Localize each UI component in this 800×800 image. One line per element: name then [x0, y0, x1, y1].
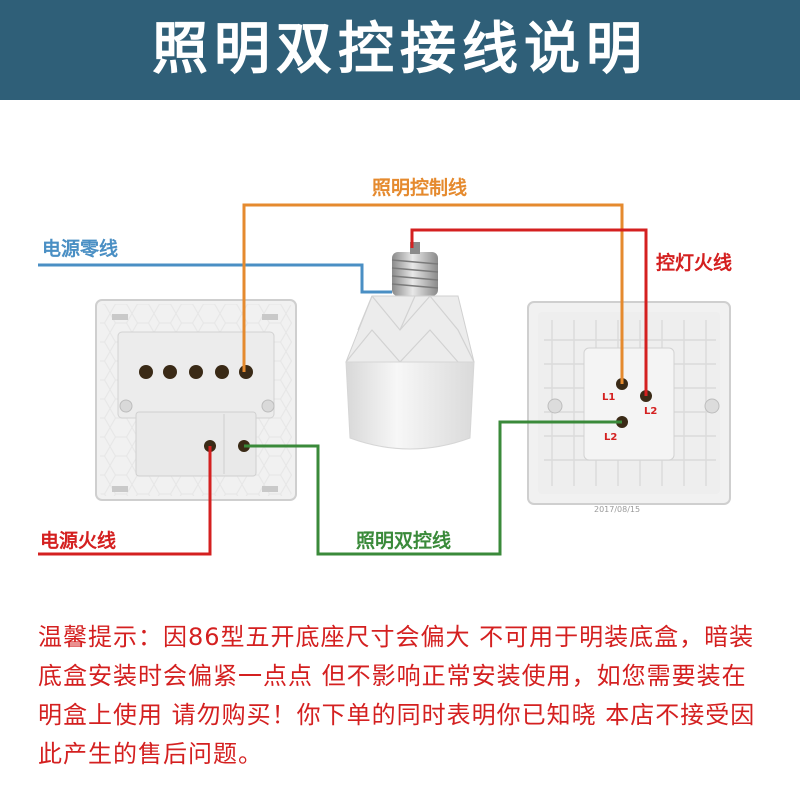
terminal-4 [215, 365, 229, 379]
label-two-way: 照明双控线 [356, 530, 452, 552]
title-banner: 照明双控接线说明 [0, 0, 800, 100]
bulb-cap [392, 252, 438, 296]
neutral-wire [38, 263, 392, 294]
light-control-wire [242, 203, 624, 384]
terminal-2 [163, 365, 177, 379]
label-l2-top: L2 [644, 406, 657, 417]
terminal-5 [239, 365, 253, 379]
light-bulb [345, 242, 475, 450]
notice-text: 温馨提示：因86型五开底座尺寸会偏大 不可用于明装底盒，暗装底盒安装时会偏紧一点… [38, 623, 756, 768]
label-l1: L1 [602, 392, 615, 403]
terminal-3 [189, 365, 203, 379]
label-l2-bottom: L2 [604, 432, 617, 443]
page-title: 照明双控接线说明 [152, 17, 648, 82]
plate-date: 2017/08/15 [594, 505, 640, 514]
label-lamp-live: 控灯火线 [656, 252, 733, 274]
right-switch-plate: L1 L2 L2 2017/08/15 [527, 301, 731, 514]
wires [38, 203, 648, 556]
live-wire [38, 446, 212, 556]
label-neutral: 电源零线 [42, 238, 119, 260]
wiring-diagram: L1 L2 L2 2017/08/15 [38, 203, 731, 556]
left-switch-plate [95, 299, 297, 501]
lamp-live-wire [410, 228, 648, 396]
label-light-control: 照明控制线 [372, 177, 468, 199]
two-way-wire [244, 420, 622, 556]
label-live: 电源火线 [40, 530, 117, 552]
terminal-1 [139, 365, 153, 379]
